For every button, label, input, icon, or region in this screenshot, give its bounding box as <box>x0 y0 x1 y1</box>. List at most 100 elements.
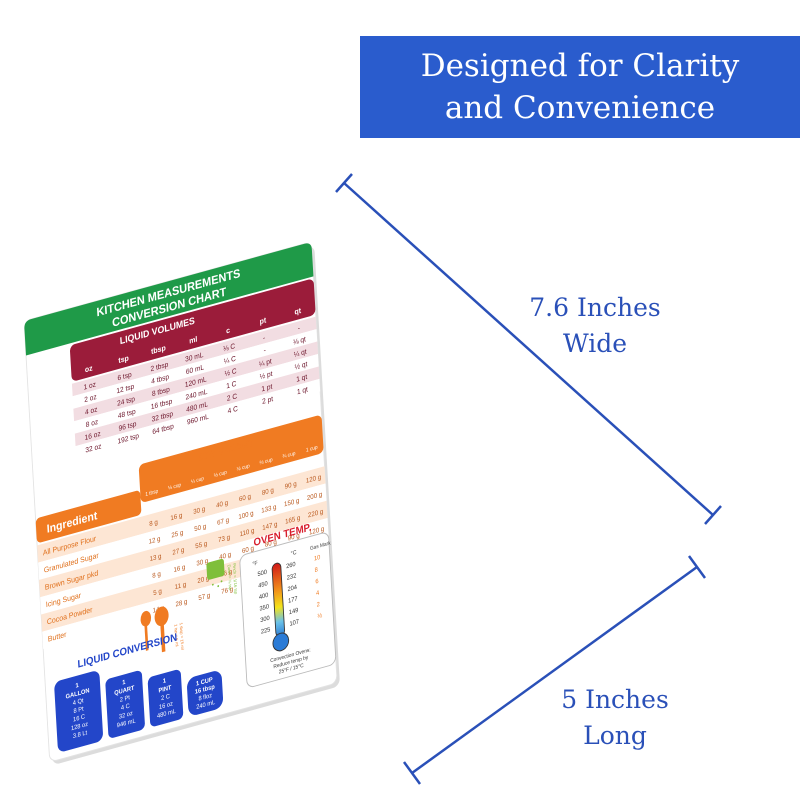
oven-c-value: 232 <box>287 573 297 582</box>
length-label-line-2: Long <box>583 721 647 750</box>
conversion-line: 1 <box>122 679 126 686</box>
dry-cell: 120 g <box>306 474 322 485</box>
dry-row-bg <box>40 517 329 615</box>
length-label: 5 Inches Long <box>520 682 710 754</box>
length-dimension-tick-start <box>402 761 422 785</box>
dry-cell: 100 g <box>238 510 254 521</box>
length-dimension-line <box>411 565 698 775</box>
oven-temp-box <box>239 532 337 688</box>
conversion-line: 1 CUP <box>196 677 213 688</box>
headline-line-1: Designed for Clarity <box>420 48 740 84</box>
length-label-line-1: 5 Inches <box>561 685 669 714</box>
dry-cell: 20 g <box>197 575 210 586</box>
conversion-line: 240 mL <box>196 700 216 712</box>
liquid-row-bg <box>72 329 318 409</box>
headline-banner: Designed for Clarity and Convenience <box>360 36 800 138</box>
oven-f-value: 350 <box>259 604 269 613</box>
width-dimension-tick-start <box>335 173 353 193</box>
dry-cell: 90 g <box>285 480 298 491</box>
liquid-col-header: tsp <box>118 353 129 365</box>
liquid-cell: 4 oz <box>85 406 98 417</box>
oven-col-c: °C <box>291 550 297 558</box>
dry-row-bg <box>39 500 328 598</box>
measuring-spoons: 1 tsp = 5 ml 1 tbsp = 15 ml <box>140 606 185 653</box>
thermometer-bulb <box>272 632 290 652</box>
conversion-line: 4 Qt <box>73 698 84 707</box>
dry-weight-header-bg <box>138 415 324 502</box>
dry-cell: 150 g <box>284 497 300 508</box>
liquid-row-bg <box>74 354 319 434</box>
oven-c-value: 204 <box>287 584 297 593</box>
headline-line-2: and Convenience <box>444 90 716 126</box>
oven-col-gas: Gas Mark <box>310 540 331 552</box>
tbsp-spoon-icon <box>154 606 169 627</box>
liquid-cell: ⅛ C <box>223 343 235 353</box>
liquid-row-bg <box>75 378 321 459</box>
dry-cell: 67 g <box>217 516 230 527</box>
liquid-cell: 2 C <box>227 393 238 403</box>
dry-cell: 8 g <box>149 519 158 529</box>
liquid-cell: 1 qt <box>296 374 307 384</box>
dry-cell: 55 g <box>195 540 208 551</box>
liquid-col-header: c <box>226 325 230 335</box>
dry-cell: 80 g <box>262 487 275 498</box>
liquid-cell: 1 oz <box>83 381 96 392</box>
liquid-cell: 32 oz <box>85 443 102 455</box>
dry-cell: 16 g <box>170 512 183 523</box>
title-band <box>24 243 314 356</box>
oven-col-f: °F <box>252 560 258 568</box>
dry-col-header: ¾ cup <box>282 451 296 461</box>
liquid-col-header: qt <box>294 305 302 316</box>
liquid-col-header: pt <box>259 315 267 326</box>
dry-cell: 28 g <box>175 598 188 609</box>
width-dimension-tick-end <box>704 505 722 525</box>
liquid-cell: 8 oz <box>86 419 99 430</box>
dry-cell: 5 g <box>153 588 162 598</box>
dry-col-header: 1 cup <box>306 444 318 453</box>
dry-cell: 30 g <box>193 506 206 517</box>
dry-cell: 8 g <box>152 570 161 580</box>
liquid-cell: ½ pt <box>260 370 273 382</box>
dry-col-header: ⅛ cup <box>168 482 182 492</box>
dry-cell: 90 g <box>288 532 301 543</box>
liquid-col-header: oz <box>85 363 94 374</box>
dry-cell: 57 g <box>198 592 211 603</box>
liquid-cell: - <box>263 347 266 355</box>
conversion-line: 8 floz <box>198 693 212 703</box>
oven-c-value: 107 <box>289 619 299 628</box>
liquid-cell: ½ qt <box>294 360 307 372</box>
liquid-cell: - <box>263 334 266 342</box>
dry-cell: 30 g <box>196 557 209 568</box>
conversion-line: PINT <box>158 685 172 695</box>
conversion-line: 2 C <box>161 694 171 703</box>
dry-cell: 26 g <box>220 568 233 579</box>
dry-cell: 120 g <box>309 525 325 536</box>
oven-gas-value: 4 <box>316 590 320 597</box>
liquid-row-bg <box>71 316 317 397</box>
liquid-cell: 4 C <box>227 406 238 416</box>
liquid-col-header: tbsp <box>151 343 167 356</box>
liquid-row-bg <box>74 366 320 447</box>
liquid-volumes-header-bg <box>70 279 316 381</box>
oven-f-value: 300 <box>260 615 270 624</box>
dry-cell: 50 g <box>194 523 207 534</box>
conversion-line: QUART <box>114 685 135 697</box>
dry-cell: 133 g <box>261 503 277 514</box>
liquid-cell: ¼ qt <box>294 349 307 360</box>
dry-col-header: ½ cup <box>236 462 250 473</box>
liquid-cell: 16 oz <box>84 431 101 443</box>
dry-cell: 40 g <box>216 499 229 510</box>
liquid-cell: ¼ pt <box>259 358 272 369</box>
dry-cell: 40 g <box>219 551 232 562</box>
width-dimension-line <box>343 182 714 516</box>
dry-col-header: 1 tbsp <box>145 488 159 498</box>
oven-gas-value: 8 <box>315 567 319 574</box>
dry-cell: 165 g <box>285 514 301 525</box>
conversion-line: 8 Pt <box>73 706 84 715</box>
length-dimension-tick-end <box>687 555 707 579</box>
